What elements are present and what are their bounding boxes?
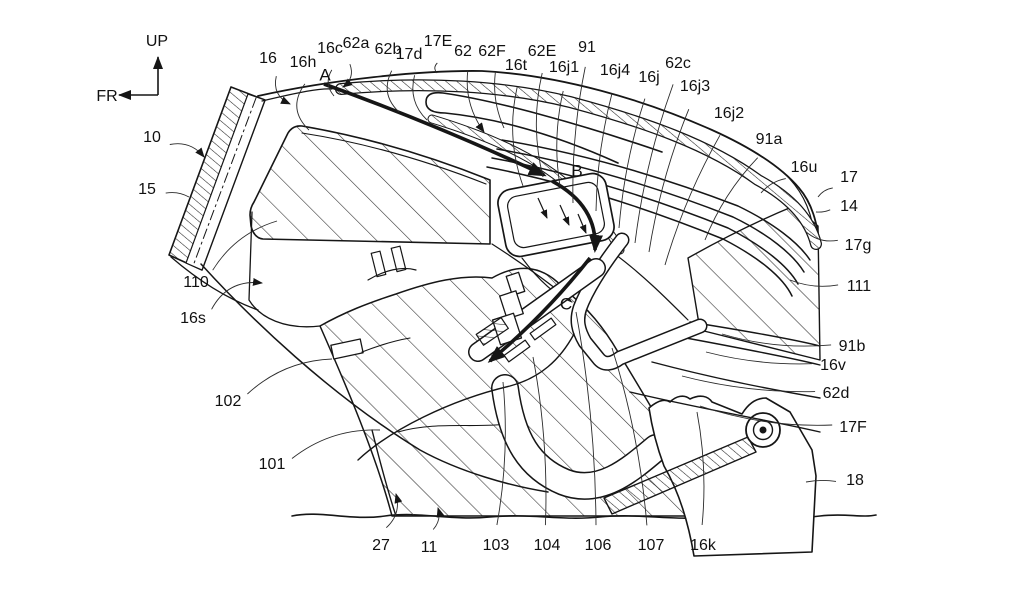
ref-label-62c: 62c — [665, 55, 691, 72]
ref-label-27: 27 — [372, 537, 390, 554]
leader-14 — [816, 210, 830, 212]
ref-label-16s: 16s — [180, 310, 206, 327]
leader-62 — [467, 70, 484, 132]
ref-label-111: 111 — [847, 278, 871, 295]
orientation-axis: UP FR — [96, 33, 168, 105]
ref-label-16j3: 16j3 — [680, 78, 710, 95]
ref-label-102: 102 — [215, 393, 242, 410]
ref-label-17E: 17E — [424, 33, 452, 50]
axis-fr-label: FR — [96, 88, 117, 105]
section-marker-A: A — [319, 65, 331, 84]
ref-label-16t: 16t — [505, 57, 528, 74]
ref-label-17: 17 — [840, 169, 858, 186]
ref-label-107: 107 — [638, 537, 665, 554]
ref-label-91a: 91a — [756, 131, 783, 148]
pivot-center — [760, 427, 767, 434]
ref-label-101: 101 — [259, 456, 286, 473]
ref-label-17F: 17F — [839, 419, 867, 436]
stay-prong-2 — [391, 246, 406, 271]
ref-label-16u: 16u — [791, 159, 818, 176]
ref-label-62E: 62E — [528, 43, 556, 60]
cowl-edge-62d — [652, 362, 820, 398]
axis-up-label: UP — [146, 33, 168, 50]
leader-16t — [513, 87, 523, 186]
ref-label-104: 104 — [534, 537, 561, 554]
leader-16s — [212, 283, 262, 310]
ref-label-16k: 16k — [690, 537, 717, 554]
ref-label-62: 62 — [454, 43, 472, 60]
ref-label-91b: 91b — [839, 338, 866, 355]
section-marker-B: B — [571, 161, 582, 180]
ref-label-91: 91 — [578, 39, 596, 56]
ref-label-15: 15 — [138, 181, 156, 198]
ref-label-14: 14 — [840, 198, 858, 215]
ref-label-103: 103 — [483, 537, 510, 554]
leader-62F — [495, 73, 504, 128]
ref-label-16: 16 — [259, 50, 277, 67]
ref-label-62F: 62F — [478, 43, 506, 60]
ref-label-16j1: 16j1 — [549, 59, 579, 76]
ref-label-16j2: 16j2 — [714, 105, 744, 122]
leader-10 — [170, 144, 204, 157]
ref-label-11: 11 — [421, 539, 438, 556]
ref-label-16j: 16j — [638, 69, 659, 86]
ref-label-16v: 16v — [820, 357, 846, 374]
ref-label-16c: 16c — [317, 40, 343, 57]
ref-label-16j4: 16j4 — [600, 62, 630, 79]
ref-label-110: 110 — [183, 274, 209, 291]
ref-label-62d: 62d — [823, 385, 850, 402]
leader-15 — [166, 193, 189, 197]
ref-label-10: 10 — [143, 129, 161, 146]
ref-label-16h: 16h — [290, 54, 317, 71]
panel-110 — [250, 126, 490, 244]
leader-17 — [818, 188, 833, 197]
cowl-top-inner-line — [262, 89, 332, 101]
ref-label-17g: 17g — [845, 237, 872, 254]
section-marker-C: C — [560, 294, 572, 313]
leader-62c — [635, 84, 673, 243]
box-link-right — [612, 252, 688, 320]
ref-label-106: 106 — [585, 537, 612, 554]
ref-label-18: 18 — [846, 472, 864, 489]
ref-label-62a: 62a — [343, 35, 370, 52]
ref-label-17d: 17d — [396, 46, 423, 63]
